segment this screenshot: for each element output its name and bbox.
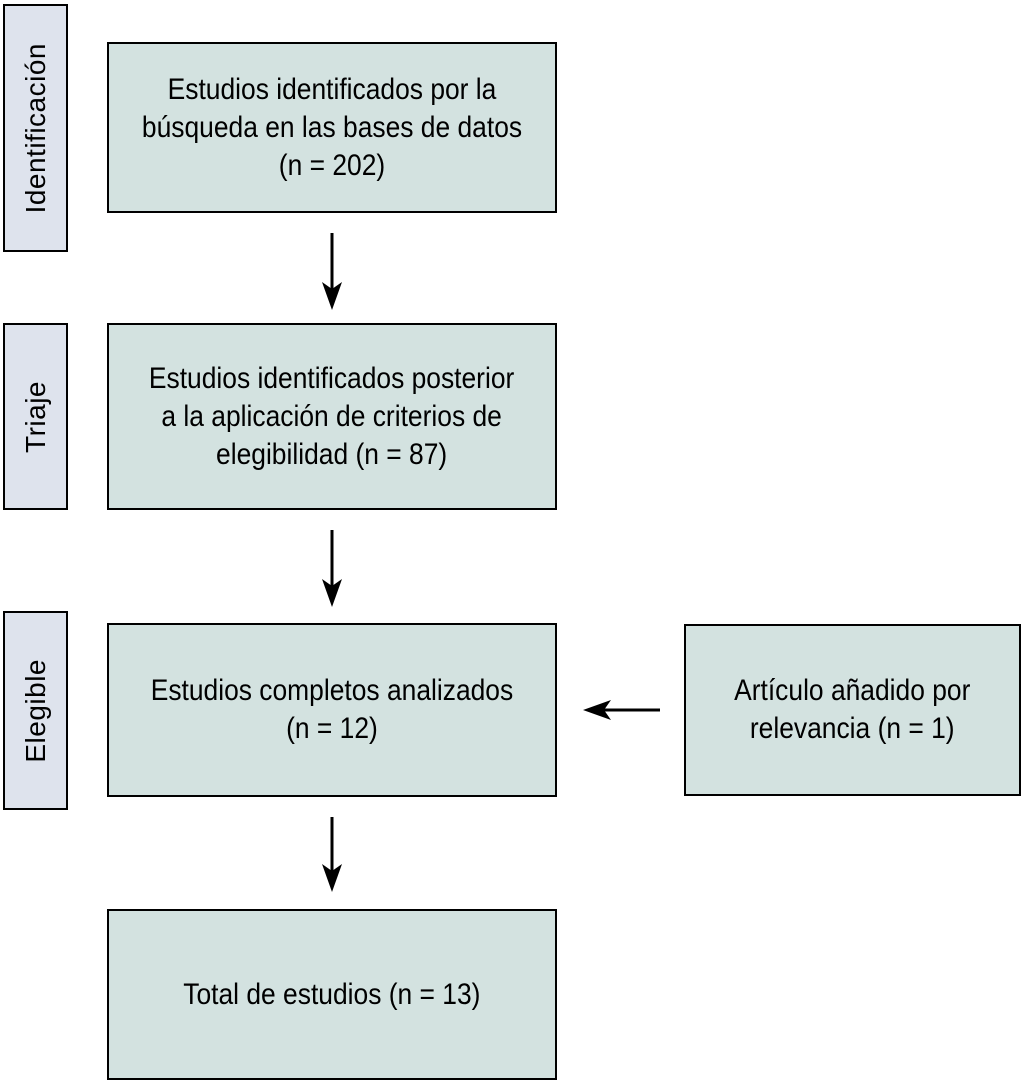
box-added-article: Artículo añadido por relevancia (n = 1) <box>684 624 1021 796</box>
stage-label-eligible-text: Elegible <box>19 658 51 763</box>
text-line: búsqueda en las bases de datos <box>141 110 523 144</box>
box-identified-studies: Estudios identificados por la búsqueda e… <box>107 42 557 213</box>
text-line: elegibilidad (n = 87) <box>216 437 448 471</box>
stage-label-triage: Triaje <box>3 323 68 510</box>
box-analyzed-studies: Estudios completos analizados (n = 12) <box>107 623 557 797</box>
box-total-studies-text: Total de estudios (n = 13) <box>183 976 480 1014</box>
box-analyzed-studies-text: Estudios completos analizados (n = 12) <box>151 672 513 748</box>
stage-label-identification: Identificación <box>3 4 68 252</box>
text-line: Artículo añadido por <box>734 674 971 707</box>
text-line: (n = 12) <box>286 712 378 745</box>
box-total-studies: Total de estudios (n = 13) <box>107 909 557 1080</box>
stage-label-eligible: Elegible <box>3 611 68 810</box>
text-line: relevancia (n = 1) <box>750 712 955 745</box>
text-line: Total de estudios (n = 13) <box>183 977 481 1011</box>
stage-label-identification-text: Identificación <box>19 42 51 214</box>
text-line: a la aplicación de criterios de <box>161 399 503 433</box>
box-screened-studies: Estudios identificados posterior a la ap… <box>107 323 557 510</box>
text-line: Estudios completos analizados <box>150 674 514 707</box>
text-line: Estudios identificados por la <box>167 72 497 106</box>
text-line: Estudios identificados posterior <box>149 361 515 395</box>
box-identified-studies-text: Estudios identificados por la búsqueda e… <box>142 71 522 185</box>
box-screened-studies-text: Estudios identificados posterior a la ap… <box>149 360 514 474</box>
arrow-screened-to-analyzed <box>322 530 342 607</box>
arrow-added-to-analyzed <box>583 700 660 720</box>
stage-label-triage-text: Triaje <box>19 380 51 453</box>
text-line: (n = 202) <box>278 148 386 182</box>
box-added-article-text: Artículo añadido por relevancia (n = 1) <box>734 672 970 748</box>
arrow-identified-to-screened <box>322 233 342 310</box>
arrow-analyzed-to-total <box>322 817 342 892</box>
